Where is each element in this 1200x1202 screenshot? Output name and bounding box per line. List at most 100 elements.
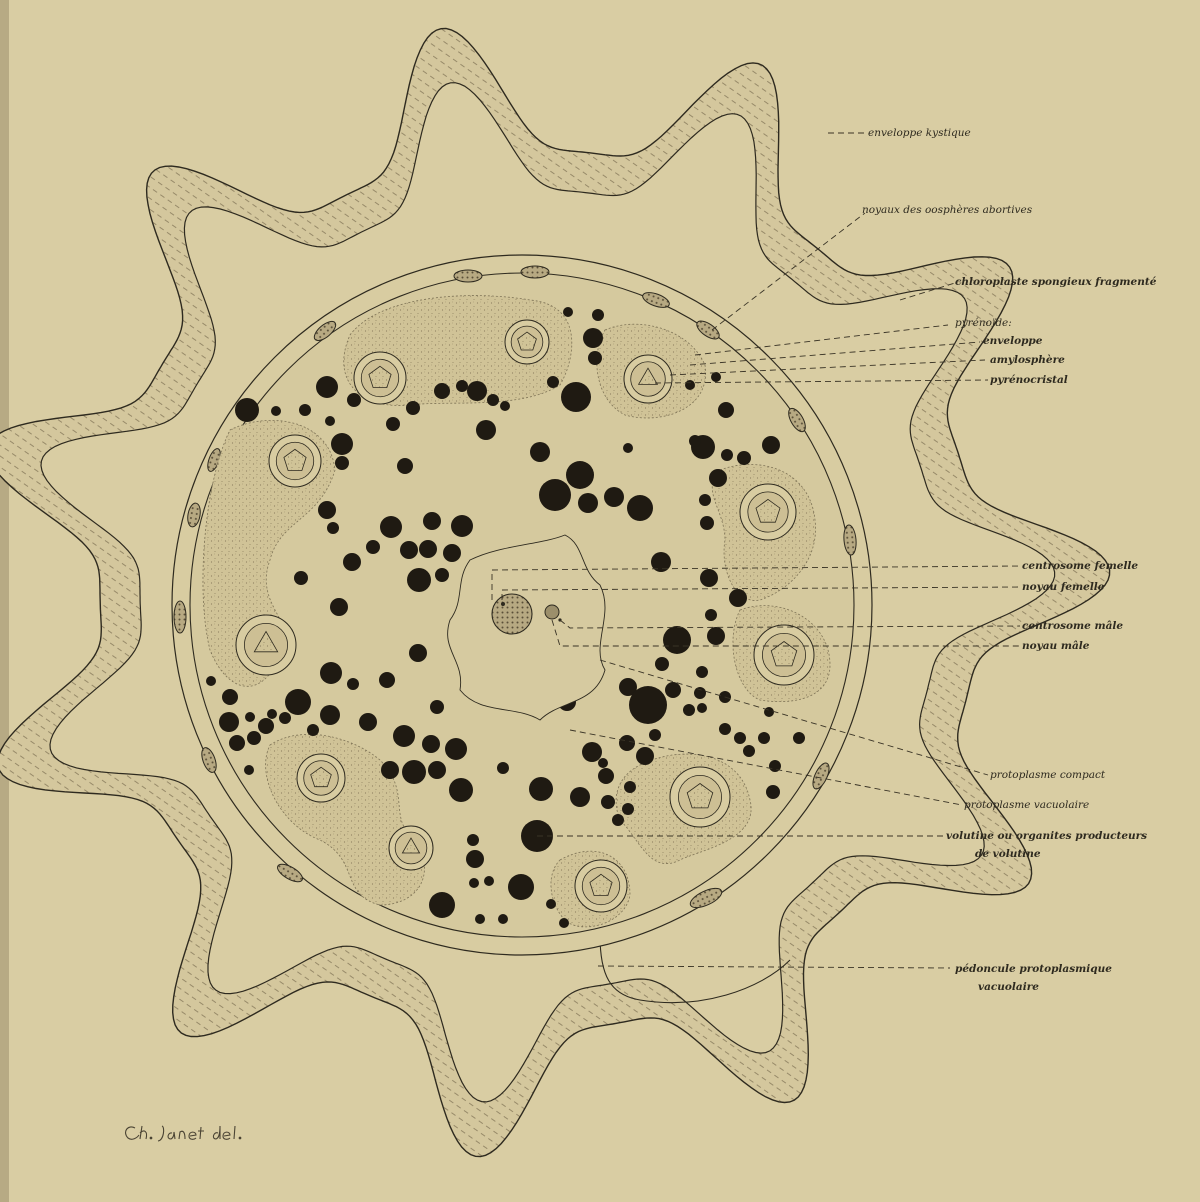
volutin-granule [467,381,487,401]
volutin-granule [379,672,395,688]
pyrenoid [670,767,730,827]
pyrenoid [624,355,672,403]
volutin-granule [598,758,608,768]
volutin-granule [559,918,569,928]
volutin-granule [235,398,259,422]
volutin-granule [245,712,255,722]
label-male-centrosome: centrosome mâle [1022,620,1123,632]
volutin-granule [285,689,311,715]
volutin-granule [793,732,805,744]
volutin-granule [529,777,553,801]
volutin-granule [487,394,499,406]
volutin-granule [721,449,733,461]
pyrenoid [740,484,796,540]
volutin-granule [449,778,473,802]
volutin-granule [598,768,614,784]
volutin-granule [476,420,496,440]
volutin-granule [451,515,473,537]
volutin-granule [629,686,667,724]
volutin-granule [299,404,311,416]
volutin-granule [407,568,431,592]
female-nucleus [492,594,532,634]
volutin-granule [469,878,479,888]
pyrenoid [269,435,321,487]
label-peduncle: pédoncule protoplasmique [955,963,1112,975]
volutin-granule [386,417,400,431]
volutin-granule [737,451,751,465]
volutin-granule [429,892,455,918]
label-pyrenoid-envelope: enveloppe [983,335,1043,347]
volutin-granule [497,762,509,774]
label-amylosphere: amylosphère [990,354,1065,366]
volutin-granule [546,899,556,909]
volutin-granule [764,707,774,717]
volutin-granule [566,461,594,489]
volutin-granule [327,522,339,534]
volutin-granule [247,731,261,745]
label-pyrenoid: pyrénoïde: [955,317,1012,329]
label-compact-protoplasm: protoplasme compact [990,769,1106,781]
volutin-granule [578,493,598,513]
volutin-granule [685,380,695,390]
volutin-granule [766,785,780,799]
volutin-granule [623,443,633,453]
volutin-granule [294,571,308,585]
volutin-granule [320,705,340,725]
volutin-granule [443,544,461,562]
volutin-granule [359,713,377,731]
volutin-granule [393,725,415,747]
volutin-granule [267,709,277,719]
pyrenoid [354,352,406,404]
page-edge [0,0,9,1202]
volutin-granule [699,494,711,506]
volutin-granule [622,803,634,815]
pyrenoid [297,754,345,802]
volutin-granule [423,512,441,530]
volutin-granule [700,569,718,587]
male-nucleus [545,605,559,619]
volutin-granule [705,609,717,621]
volutin-granule [435,568,449,582]
label-spongy-chloroplast: chloroplaste spongieux fragmenté [955,276,1157,288]
volutin-granule [636,747,654,765]
volutin-granule [762,436,780,454]
female-centrosome [501,602,505,606]
volutin-granule [366,540,380,554]
pyrenoid [505,320,549,364]
volutin-granule [709,469,727,487]
volutin-granule [206,676,216,686]
volutin-granule [604,487,624,507]
volutin-granule [689,435,701,447]
volutin-granule [498,914,508,924]
volutin-granule [700,516,714,530]
volutin-granule [400,541,418,559]
label-female-nucleus: noyau femelle [1022,581,1105,593]
volutin-granule [430,700,444,714]
volutin-granule [428,761,446,779]
volutin-granule [467,834,479,846]
volutin-granule [500,401,510,411]
volutin-granule [624,781,636,793]
volutin-granule [707,627,725,645]
volutin-granule [508,874,534,900]
volutin-granule [665,682,681,698]
volutin-granule [380,516,402,538]
volutin-granule [649,729,661,741]
volutin-granule [475,914,485,924]
label-cyst-envelope: enveloppe kystique [868,127,971,139]
volutin-granule [320,662,342,684]
volutin-granule [582,742,602,762]
volutin-granule [592,309,604,321]
volutin-granule [316,376,338,398]
volutin-granule [343,553,361,571]
label-aborted-oosphere-nuclei: noyaux des oosphères abortives [862,204,1033,216]
label-female-centrosome: centrosome femelle [1022,560,1138,572]
pyrenoid [236,615,296,675]
volutin-granule [419,540,437,558]
volutin-granule [409,644,427,662]
volutin-granule [402,760,426,784]
volutin-granule [258,718,274,734]
volutin-granule [539,479,571,511]
volutin-granule [563,307,573,317]
